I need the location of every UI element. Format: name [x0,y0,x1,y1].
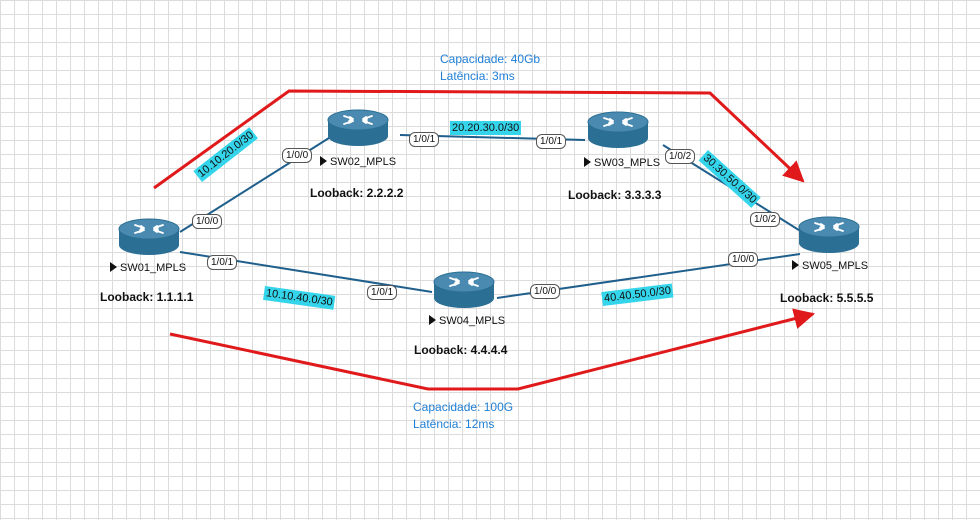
loopback-sw01: Looback: 1.1.1.1 [100,290,194,304]
caret-right-icon [110,262,117,272]
loopback-sw05: Looback: 5.5.5.5 [780,291,874,305]
port-sw03-to-sw05: 1/0/2 [665,149,696,164]
top-path-arrow [153,89,805,190]
bottom-path-capacity: Capacidade: 100G [413,400,514,414]
router-icon-sw05[interactable] [798,216,860,253]
hostname-sw02-text: SW02_MPLS [330,156,397,168]
hostname-sw02: SW02_MPLS [320,156,396,168]
top-path-capacity: Capacidade: 40Gb [440,52,541,66]
caret-right-icon [584,157,591,167]
port-sw04-to-sw05: 1/0/0 [530,284,561,299]
port-sw05-to-sw03: 1/0/2 [750,212,781,227]
router-icon-sw01[interactable] [118,218,180,255]
hostname-sw03: SW03_MPLS [584,157,660,169]
top-path-latency: Latência: 3ms [440,69,515,83]
port-sw03-to-sw02: 1/0/1 [536,134,567,149]
hostname-sw05-text: SW05_MPLS [802,260,869,272]
bottom-path-latency: Latência: 12ms [413,417,495,431]
router-icon-sw04[interactable] [433,271,495,308]
network-label-sw02-sw03: 20.20.30.0/30 [450,121,522,135]
port-sw01-to-sw02: 1/0/0 [192,214,223,229]
bottom-path-arrow [169,308,816,391]
bottom-path-annotation: Capacidade: 100G Latência: 12ms [413,399,513,433]
port-sw02-to-sw03: 1/0/1 [409,132,440,147]
caret-right-icon [792,260,799,270]
hostname-sw04-text: SW04_MPLS [439,315,506,327]
router-icon-sw03[interactable] [587,111,649,148]
router-icon-sw02[interactable] [327,109,389,146]
hostname-sw03-text: SW03_MPLS [594,157,661,169]
hostname-sw01: SW01_MPLS [110,262,186,274]
port-sw04-to-sw01: 1/0/1 [367,285,398,300]
loopback-sw02: Looback: 2.2.2.2 [310,186,404,200]
port-sw02-to-sw01: 1/0/0 [282,148,313,163]
port-sw05-to-sw04: 1/0/0 [728,252,759,267]
caret-right-icon [429,315,436,325]
hostname-sw01-text: SW01_MPLS [120,262,187,274]
port-sw01-to-sw04: 1/0/1 [207,255,238,270]
loopback-sw03: Looback: 3.3.3.3 [568,188,662,202]
top-path-annotation: Capacidade: 40Gb Latência: 3ms [440,51,540,85]
hostname-sw04: SW04_MPLS [429,315,505,327]
caret-right-icon [320,156,327,166]
hostname-sw05: SW05_MPLS [792,260,868,272]
loopback-sw04: Looback: 4.4.4.4 [414,343,508,357]
